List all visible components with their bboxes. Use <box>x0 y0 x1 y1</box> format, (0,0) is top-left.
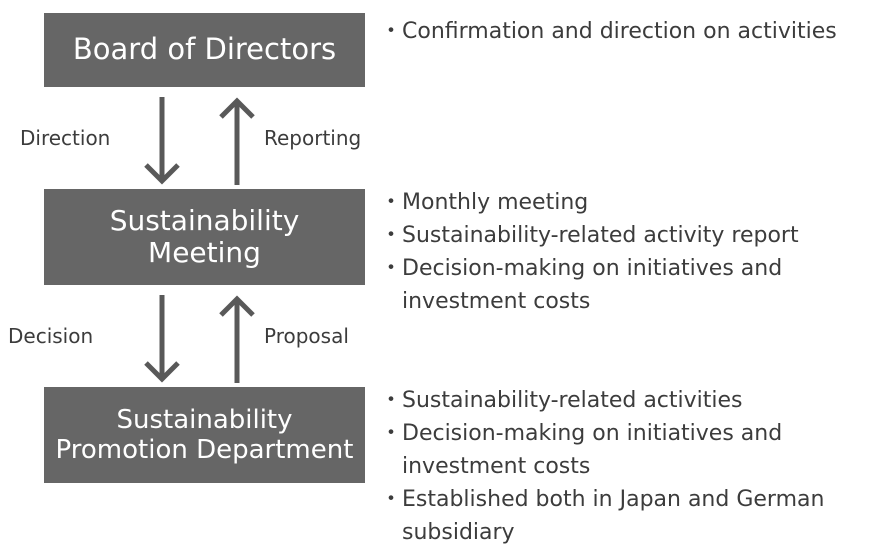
reporting-up-arrow-icon <box>219 97 255 185</box>
meeting-notes-list: Monthly meeting Sustainability-related a… <box>380 186 799 318</box>
sustainability-meeting-label-line2: Meeting <box>148 236 261 269</box>
sustainability-promotion-department-box: Sustainability Promotion Department <box>44 387 365 483</box>
list-item-continuation: investment costs <box>402 454 591 479</box>
promotion-department-label-line2: Promotion Department <box>55 435 354 465</box>
direction-label: Direction <box>20 126 111 150</box>
proposal-up-arrow-icon <box>219 295 255 383</box>
reporting-label: Reporting <box>264 126 362 150</box>
list-item: Decision-making on initiatives and <box>380 417 824 450</box>
list-item: Established both in Japan and German <box>380 483 824 516</box>
decision-down-arrow-icon <box>144 295 180 383</box>
list-item: Monthly meeting <box>380 186 799 219</box>
direction-down-arrow-icon <box>144 97 180 185</box>
promotion-notes-list: Sustainability-related activities Decisi… <box>380 384 824 549</box>
list-item-continuation: investment costs <box>402 289 591 314</box>
proposal-label: Proposal <box>264 324 349 348</box>
list-item: Confirmation and direction on activities <box>380 15 837 48</box>
promotion-department-label-line1: Sustainability <box>116 404 293 435</box>
list-item: Decision-making on initiatives and <box>380 252 799 285</box>
board-notes-list: Confirmation and direction on activities <box>380 15 837 48</box>
board-of-directors-box: Board of Directors <box>44 13 365 87</box>
list-item-continuation: subsidiary <box>402 520 515 545</box>
list-item: Sustainability-related activity report <box>380 219 799 252</box>
sustainability-meeting-label-line1: Sustainability <box>109 203 300 237</box>
decision-label: Decision <box>8 324 94 348</box>
board-of-directors-label: Board of Directors <box>72 32 337 67</box>
list-item: Sustainability-related activities <box>380 384 824 417</box>
sustainability-meeting-box: Sustainability Meeting <box>44 189 365 285</box>
